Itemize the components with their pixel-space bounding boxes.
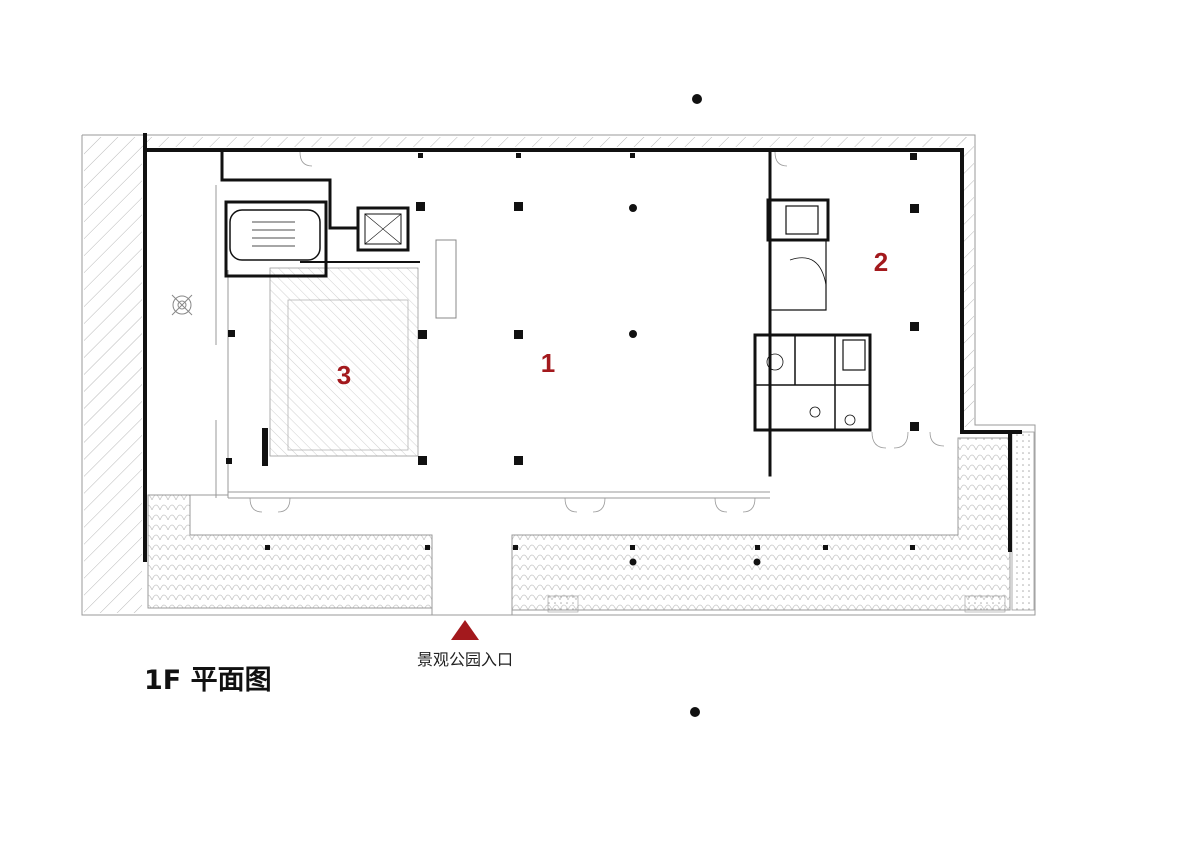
tree-symbol-icon [171,294,193,316]
main-walls [143,133,1022,562]
site-boundary [81,134,1036,616]
room-label-1: 1 [541,348,555,378]
east-planter-strip [1011,431,1035,611]
north-landscape-hatch [142,137,972,147]
room-3-inner-outline [287,299,409,451]
columns [226,153,919,566]
room-label-3: 3 [337,360,351,390]
south-facade [148,185,770,499]
north-marker-dot-icon [692,94,702,104]
northeast-core [753,198,872,432]
east-landscape-hatch [962,137,974,427]
entrance-triangle-icon [451,620,479,640]
southeast-planter [511,437,1011,611]
plan-title: 1F 平面图 [144,665,272,696]
entrance-path [431,535,513,615]
door-swings [249,151,945,513]
planter-dot-block-1 [547,595,579,613]
entrance-label: 景观公园入口 [417,650,513,669]
northwest-core [220,152,457,319]
planter-dot-block-2 [964,595,1006,613]
west-landscape-hatch [84,137,142,613]
south-marker-dot-icon [690,707,700,717]
southwest-planter [147,494,433,609]
room-label-2: 2 [874,247,888,277]
room-3-hatch [269,267,419,457]
